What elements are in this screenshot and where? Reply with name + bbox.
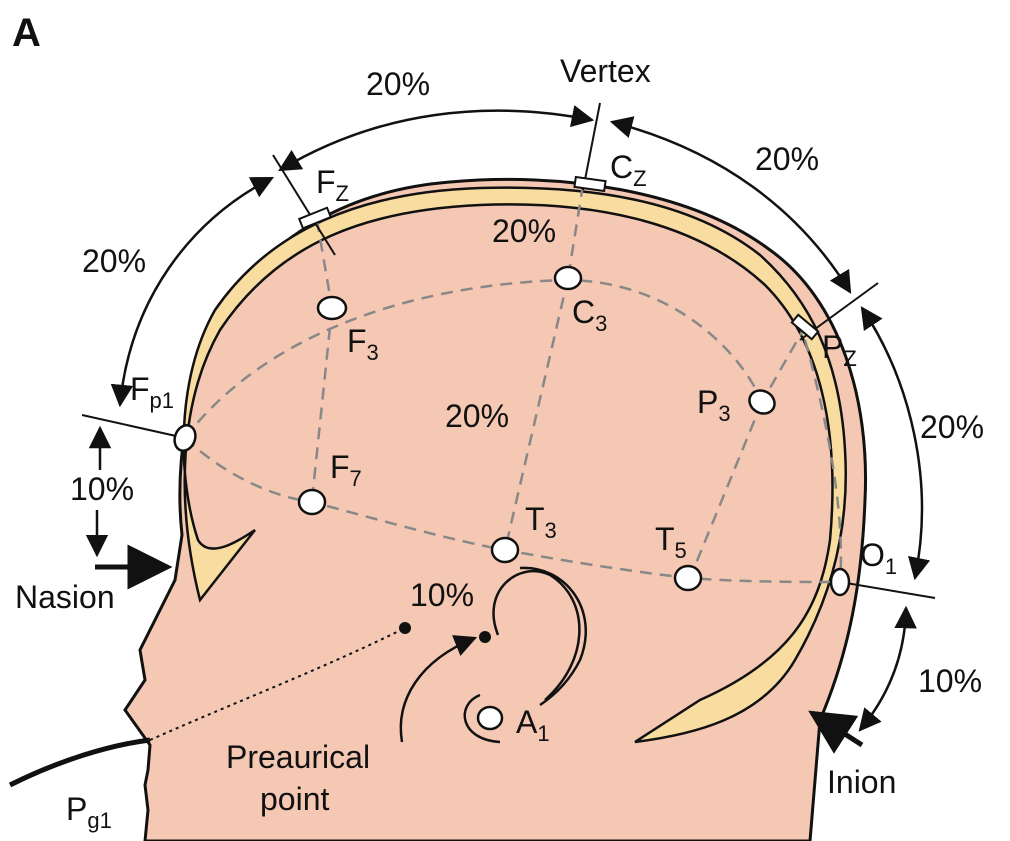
electrode-c3-marker xyxy=(555,267,581,289)
preauricular-dot-1 xyxy=(399,622,411,634)
preauricular-label-2: point xyxy=(260,781,330,817)
electrode-f3-marker xyxy=(318,297,346,319)
vertex-label: Vertex xyxy=(560,53,651,89)
label-cz-main: C xyxy=(610,149,633,185)
label-c3-main: C xyxy=(572,294,595,330)
label-a1-main: A xyxy=(516,704,538,740)
label-t3-main: T xyxy=(525,501,545,537)
pct-right-arc: 20% xyxy=(920,409,984,445)
label-t5-main: T xyxy=(655,521,675,557)
label-fz-main: F xyxy=(316,164,336,200)
label-fp1-main: F xyxy=(130,371,150,407)
vertex-tick xyxy=(583,103,600,190)
label-fz: FZ xyxy=(316,164,349,206)
electrode-t5-marker xyxy=(675,566,701,590)
label-a1-sub: 1 xyxy=(537,721,549,746)
electrode-a1-marker xyxy=(478,707,502,729)
panel-label: A xyxy=(12,11,41,55)
inion-label: Inion xyxy=(827,764,896,800)
label-pz: PZ xyxy=(822,329,857,371)
label-p3-main: P xyxy=(697,384,718,420)
label-fp1-sub: p1 xyxy=(150,388,174,413)
pct-center: 20% xyxy=(445,398,509,434)
label-o1: O1 xyxy=(860,537,897,579)
label-pz-sub: Z xyxy=(843,346,856,371)
label-pz-main: P xyxy=(822,329,843,365)
arrow-fz-vertex xyxy=(280,111,592,170)
label-o1-sub: 1 xyxy=(885,554,897,579)
label-p3-sub: 3 xyxy=(718,401,730,426)
label-pg1-sub: g1 xyxy=(87,808,111,833)
label-cz-sub: Z xyxy=(633,166,646,191)
label-t5-sub: 5 xyxy=(675,538,687,563)
pct-top-left: 20% xyxy=(366,66,430,102)
label-t3-sub: 3 xyxy=(545,518,557,543)
electrode-f7-marker xyxy=(299,490,325,514)
label-cz: CZ xyxy=(610,149,647,191)
preauricular-dot-2 xyxy=(479,631,491,643)
nasion-label: Nasion xyxy=(15,579,115,615)
electrode-t3-marker xyxy=(492,538,518,562)
pct-top-right: 20% xyxy=(755,141,819,177)
label-f7-main: F xyxy=(330,449,350,485)
label-pg1: Pg1 xyxy=(66,791,112,833)
label-o1-main: O xyxy=(860,537,885,573)
label-f7-sub: 7 xyxy=(350,466,362,491)
electrode-o1-marker xyxy=(831,569,849,595)
label-c3-sub: 3 xyxy=(595,311,607,336)
label-pg1-main: P xyxy=(66,791,87,827)
pg1-lead xyxy=(10,740,150,785)
label-f3-main: F xyxy=(347,323,367,359)
label-fz-sub: Z xyxy=(336,181,349,206)
pct-skull: 20% xyxy=(492,213,556,249)
label-f3-sub: 3 xyxy=(367,340,379,365)
label-fp1: Fp1 xyxy=(130,371,174,413)
arrow-inion-gap xyxy=(860,608,906,730)
pct-inion-gap: 10% xyxy=(918,663,982,699)
nasion-tick xyxy=(82,415,185,438)
pct-ear: 10% xyxy=(410,577,474,613)
pct-nasion-gap: 10% xyxy=(70,471,134,507)
preauricular-label-1: Preaurical xyxy=(226,739,370,775)
pct-left-arc: 20% xyxy=(82,243,146,279)
